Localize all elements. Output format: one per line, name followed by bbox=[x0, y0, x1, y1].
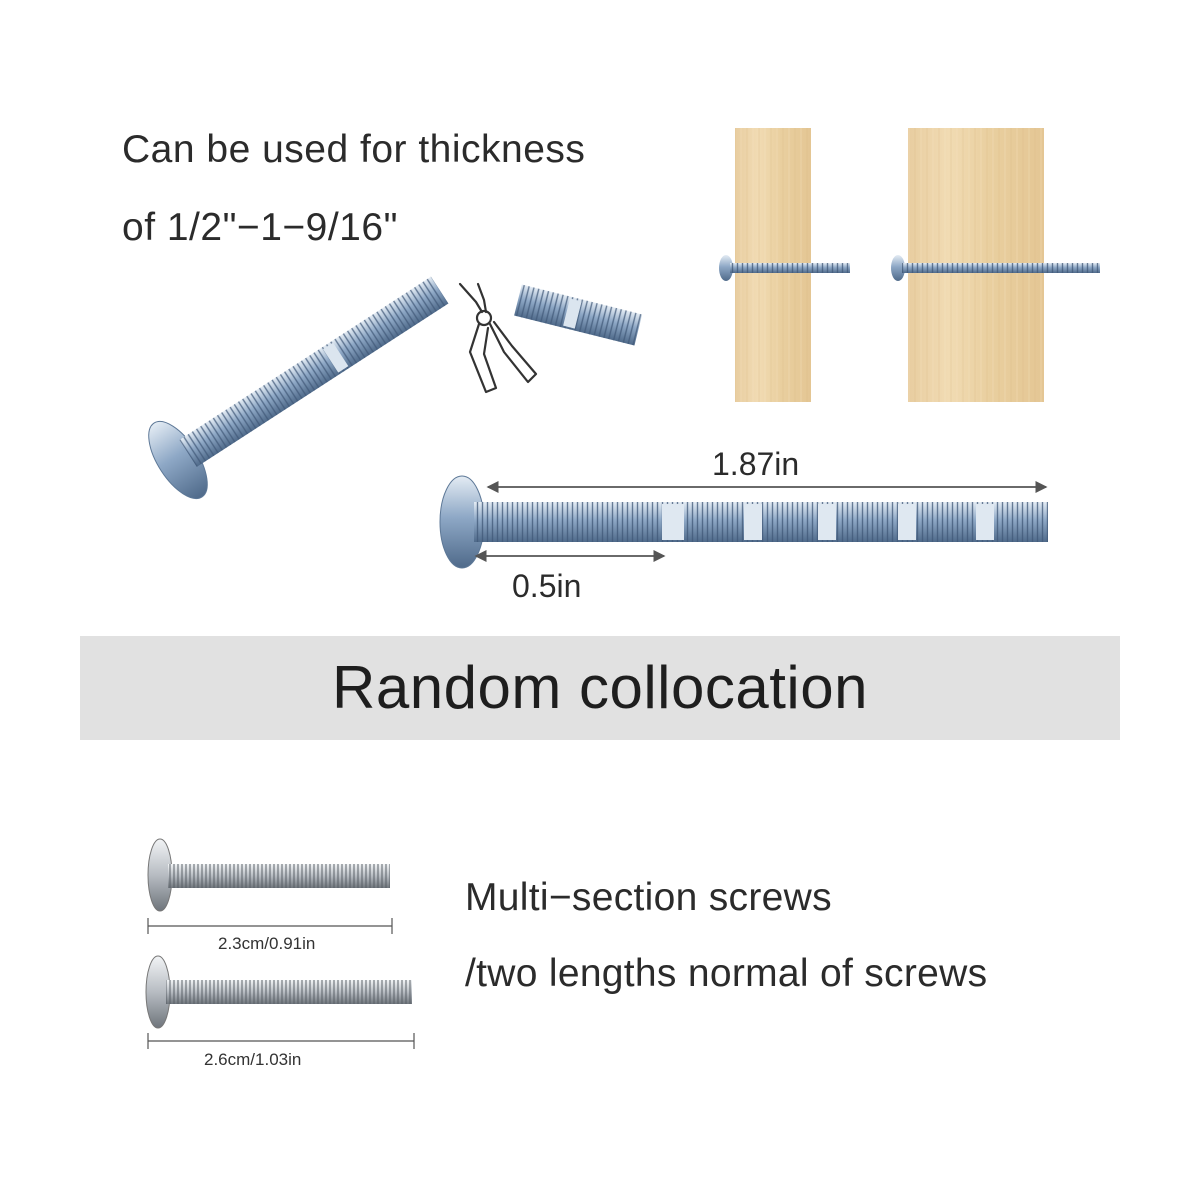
total-length-label: 1.87in bbox=[712, 446, 800, 482]
cut-off-screw-piece bbox=[514, 284, 643, 346]
pliers-icon bbox=[458, 282, 538, 394]
thickness-text-line2: of 1/2"−1−9/16" bbox=[122, 206, 398, 249]
short-screw-length-label: 2.3cm/0.91in bbox=[218, 934, 316, 953]
long-screw-length-label: 2.6cm/1.03in bbox=[204, 1050, 302, 1069]
screw-in-thick-board bbox=[891, 255, 1100, 281]
description-line1: Multi−section screws bbox=[465, 876, 832, 919]
random-collocation-banner: Random collocation bbox=[80, 636, 1120, 740]
screw-in-thin-board bbox=[719, 255, 850, 281]
section-length-label: 0.5in bbox=[512, 568, 582, 604]
long-screw bbox=[145, 955, 415, 1049]
description-line2: /two lengths normal of screws bbox=[465, 952, 988, 995]
thickness-text-line1: Can be used for thickness bbox=[122, 128, 586, 171]
banner-title: Random collocation bbox=[332, 654, 868, 721]
long-multi-section-screw bbox=[439, 475, 1048, 569]
diagonal-screw bbox=[148, 276, 449, 499]
short-screw bbox=[147, 838, 393, 934]
